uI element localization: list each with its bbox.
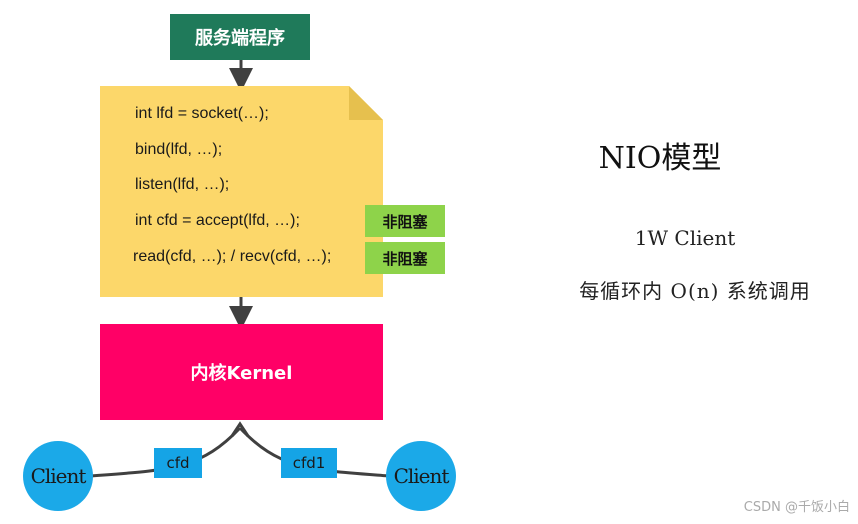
server-program-label: 服务端程序 [195, 28, 285, 49]
client-left-label: Client [30, 464, 87, 488]
client-right-label: Client [393, 464, 450, 488]
code-line-accept: int cfd = accept(lfd, …); [135, 212, 300, 229]
fd-box-cfd1: cfd1 [281, 448, 337, 478]
non-blocking-tag-read: 非阻塞 [365, 242, 445, 274]
code-line-bind: bind(lfd, …); [135, 141, 223, 158]
kernel-arrowhead-icon [230, 421, 250, 437]
code-document: int lfd = socket(…); bind(lfd, …); liste… [100, 86, 383, 297]
kernel-label: 内核Kernel [190, 363, 293, 384]
client-left: Client [23, 441, 93, 511]
document-shape [100, 86, 383, 297]
info-client-count: 1W Client [634, 226, 736, 250]
watermark: CSDN @千饭小白 [743, 500, 850, 515]
non-blocking-tag-label: 非阻塞 [382, 249, 428, 268]
code-line-socket: int lfd = socket(…); [135, 105, 269, 122]
non-blocking-tag-accept: 非阻塞 [365, 205, 445, 237]
info-syscall-complexity: 每循环内 O(n) 系统调用 [579, 279, 811, 303]
kernel-box: 内核Kernel [100, 324, 383, 420]
diagram-title: NIO模型 [598, 141, 722, 176]
server-program-box: 服务端程序 [170, 14, 310, 60]
fd-box-cfd: cfd [154, 448, 202, 478]
code-line-listen: listen(lfd, …); [135, 176, 230, 193]
fd-label-cfd1: cfd1 [292, 454, 326, 472]
code-line-read: read(cfd, …); / recv(cfd, …); [133, 248, 332, 265]
fd-label-cfd: cfd [166, 454, 190, 472]
non-blocking-tag-label: 非阻塞 [382, 212, 428, 231]
client-right: Client [386, 441, 456, 511]
